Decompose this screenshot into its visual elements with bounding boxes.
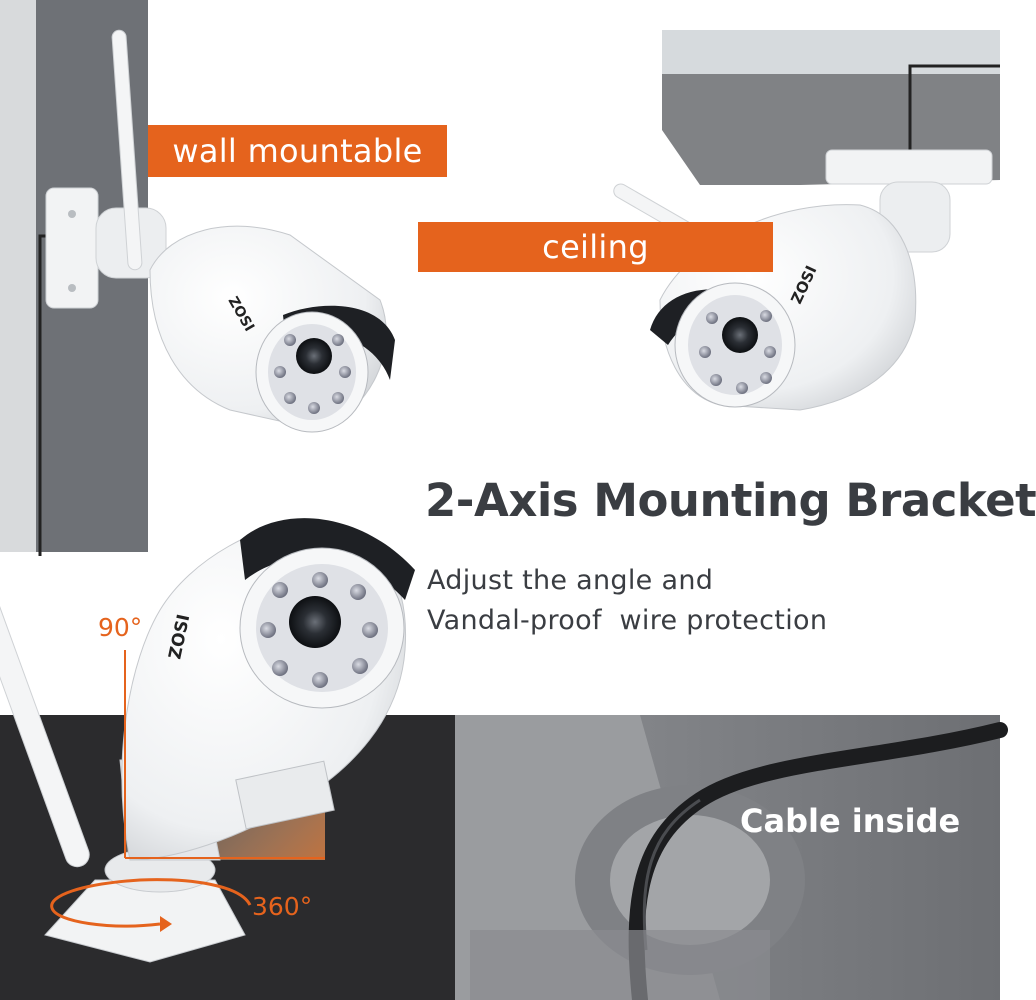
- rotation-arrow-icon: [50, 878, 252, 932]
- cable-inside-label: Cable inside: [740, 802, 961, 840]
- ceiling-label: ceiling: [418, 222, 773, 272]
- ir-led-ring: [260, 310, 776, 688]
- ceiling-camera-image: ZOSI: [613, 149, 993, 411]
- wall-mountable-label: wall mountable: [148, 125, 447, 177]
- feature-line-1: Adjust the angle and: [427, 565, 714, 596]
- product-illustration: ZOSI ZOSI ZOSI: [0, 0, 1008, 1000]
- feature-line-2: Vandal-proof wire protection: [427, 605, 828, 636]
- angle-360-label: 360°: [252, 892, 313, 921]
- headline: 2-Axis Mounting Bracket: [425, 474, 1036, 527]
- angle-90-label: 90°: [98, 613, 143, 642]
